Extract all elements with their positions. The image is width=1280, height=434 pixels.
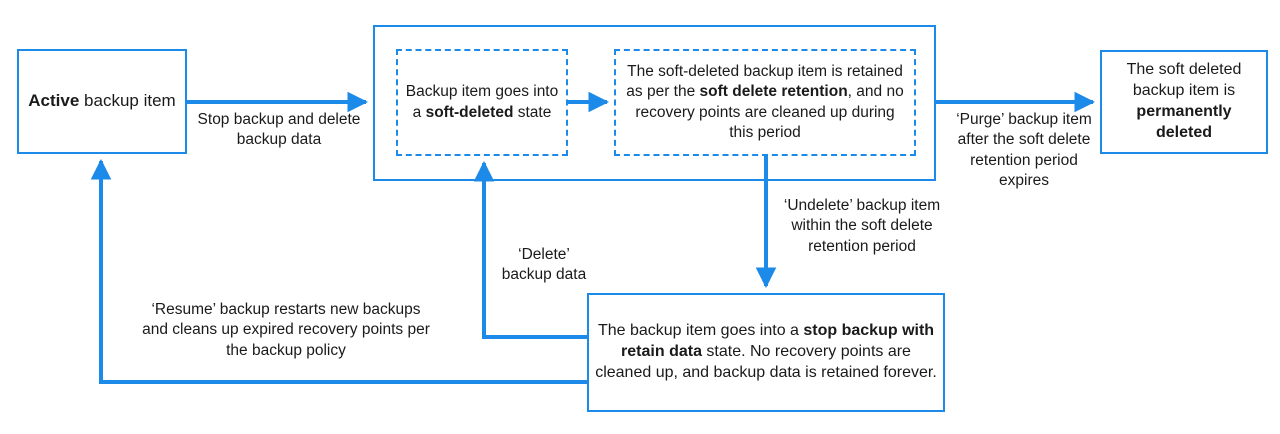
edge-label-resume-backup: ‘Resume’ backup restarts new backups and… [142, 301, 430, 359]
node-active-backup-item-label: Active backup item [28, 91, 176, 111]
edge-label-delete-backup-data: ‘Delete’ backup data [501, 246, 587, 284]
node-stop-backup-with-retain-data-label: The backup item goes into a stop backup … [595, 322, 937, 381]
node-soft-deleted-state-label: Backup item goes into a soft-deleted sta… [405, 83, 559, 121]
node-soft-delete-retention[interactable]: The soft-deleted backup item is retained… [614, 49, 916, 156]
node-active-backup-item[interactable]: Active backup item [17, 49, 187, 154]
edge-label-undelete-backup-item: ‘Undelete’ backup item within the soft d… [783, 197, 941, 255]
node-permanently-deleted[interactable]: The soft deleted backup item is permanen… [1100, 50, 1268, 154]
soft-delete-container-box [373, 25, 936, 181]
edge-label-stop-backup-and-delete-backup-data: Stop backup and delete backup data [197, 111, 361, 149]
node-soft-deleted-state[interactable]: Backup item goes into a soft-deleted sta… [396, 49, 568, 156]
node-soft-delete-retention-label: The soft-deleted backup item is retained… [626, 63, 904, 141]
edge-label-purge-backup-item: ‘Purge’ backup item after the soft delet… [956, 111, 1092, 190]
node-permanently-deleted-label: The soft deleted backup item is permanen… [1126, 61, 1242, 141]
node-stop-backup-with-retain-data[interactable]: The backup item goes into a stop backup … [587, 293, 945, 412]
